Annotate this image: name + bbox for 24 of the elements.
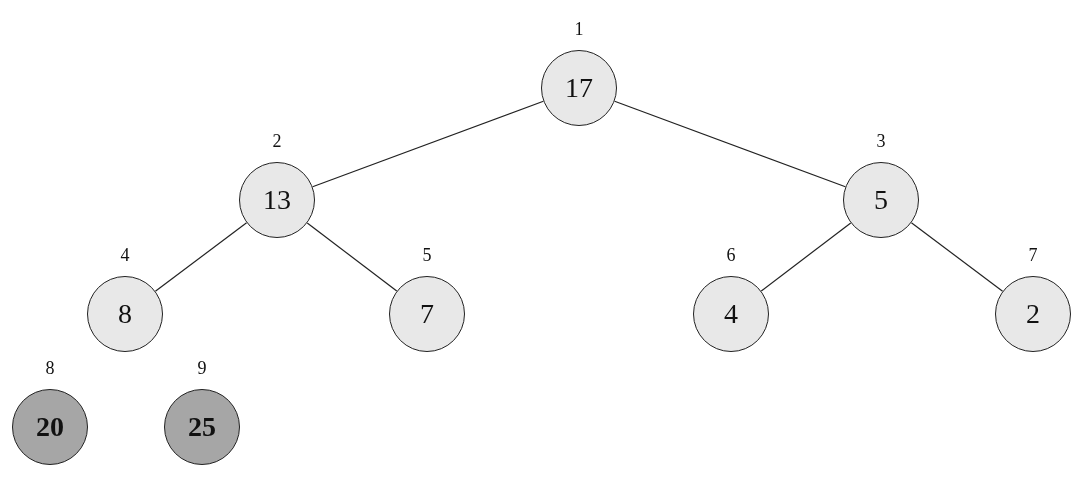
node-index-label: 6: [726, 246, 736, 264]
node-value: 17: [565, 72, 593, 104]
node-index-label: 2: [272, 132, 282, 150]
tree-edge: [306, 222, 398, 292]
node-value: 20: [36, 411, 64, 443]
node-index-label: 5: [422, 246, 432, 264]
node-index-label: 3: [876, 132, 886, 150]
tree-edge: [910, 222, 1004, 292]
node-index-label: 4: [120, 246, 130, 264]
node-value: 4: [724, 298, 738, 330]
tree-edge: [154, 222, 248, 292]
node-value: 2: [1026, 298, 1040, 330]
node-index-label: 1: [574, 20, 584, 38]
node-value: 7: [420, 298, 434, 330]
tree-edge: [312, 100, 544, 188]
node-value: 25: [188, 411, 216, 443]
node-value: 8: [118, 298, 132, 330]
tree-edge: [614, 100, 846, 188]
node-value: 13: [263, 184, 291, 216]
tree-edge: [760, 222, 852, 292]
node-value: 5: [874, 184, 888, 216]
node-index-label: 7: [1028, 246, 1038, 264]
node-index-label: 9: [197, 359, 207, 377]
node-index-label: 8: [45, 359, 55, 377]
